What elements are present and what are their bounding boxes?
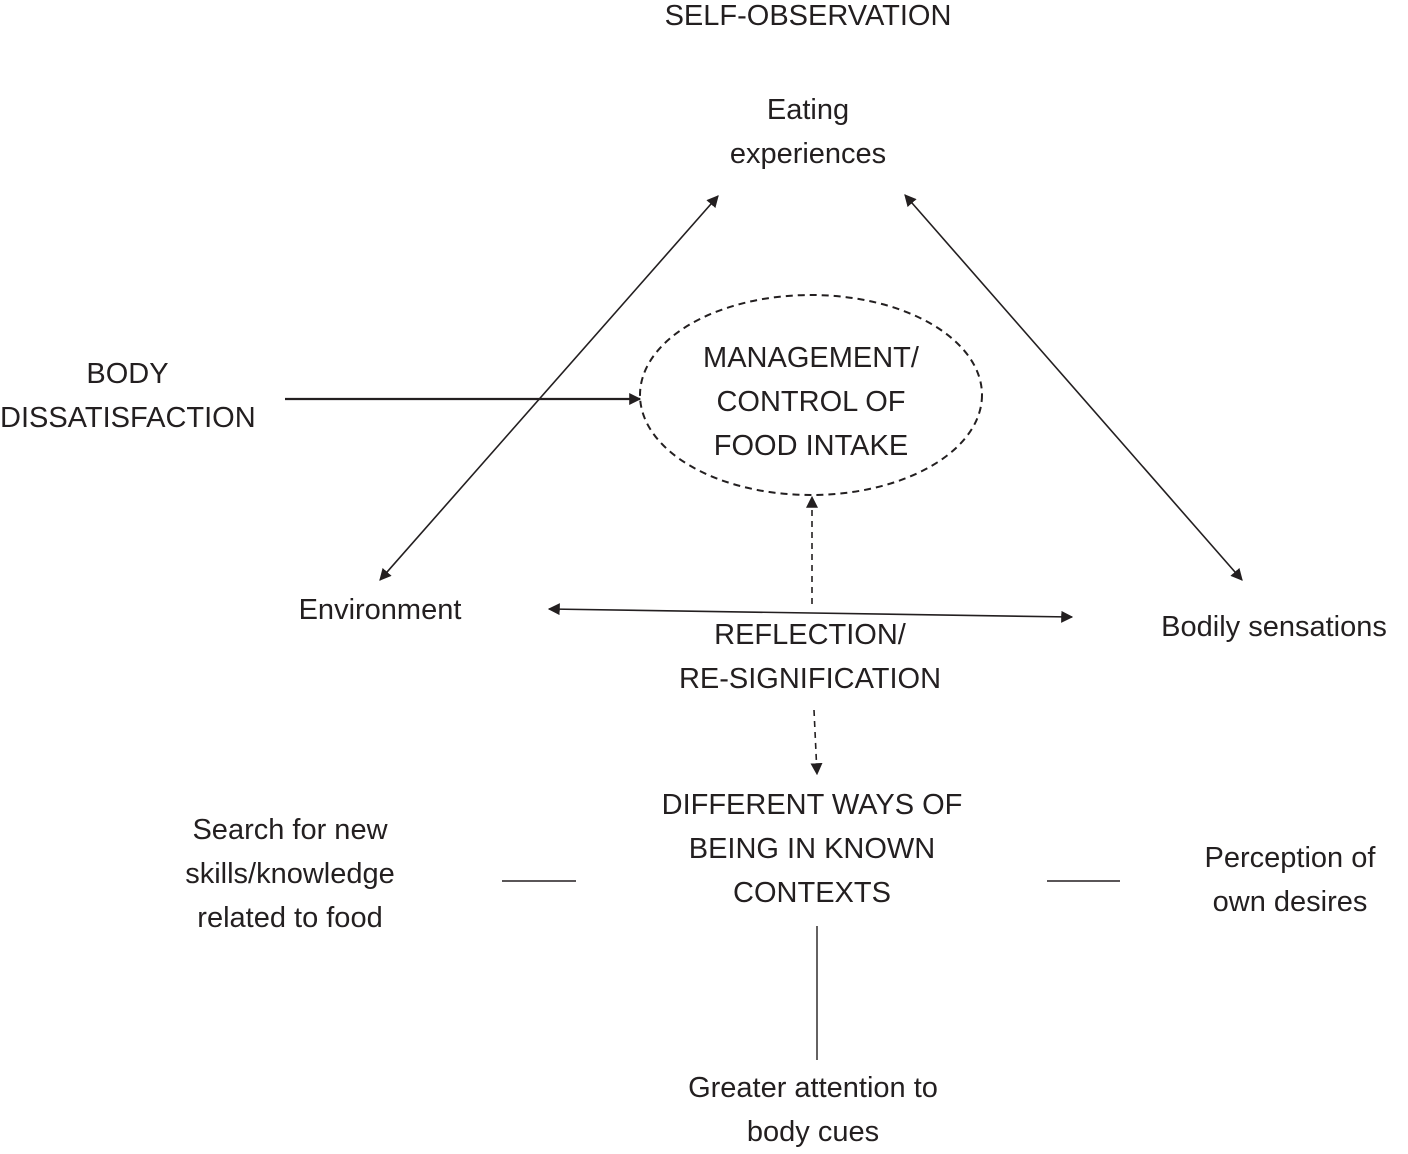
- management-line-3: FOOD INTAKE: [713, 430, 909, 462]
- management-line-1: MANAGEMENT/: [703, 342, 919, 374]
- perception-desires-label: Perception of own desires: [1150, 836, 1408, 924]
- eating-experiences-line-1: Eating: [766, 94, 850, 126]
- body-dissatisfaction-line-1: BODY: [86, 358, 169, 390]
- bodily-sensations-label: Bodily sensations: [1161, 611, 1387, 643]
- different-ways-line-3: CONTEXTS: [733, 877, 891, 909]
- different-ways-line-2: BEING IN KNOWN: [688, 833, 936, 865]
- search-skills-label: Search for new skills/knowledge related …: [140, 808, 440, 940]
- search-skills-line-3: related to food: [197, 902, 383, 934]
- dashed-arrow-reflection-to-different-ways: [810, 709, 823, 776]
- greater-attention-line-1: Greater attention to: [688, 1072, 938, 1104]
- greater-attention-line-2: body cues: [746, 1116, 880, 1148]
- body-dissatisfaction-line-2: DISSATISFACTION: [0, 402, 256, 434]
- search-skills-line-2: skills/knowledge: [185, 858, 395, 890]
- eating-experiences-label: Eating experiences: [658, 88, 958, 176]
- management-line-2: CONTROL OF: [716, 386, 906, 418]
- reflection-line-2: RE-SIGNIFICATION: [678, 663, 942, 695]
- eating-experiences-line-2: experiences: [729, 138, 887, 170]
- self-observation-label: SELF-OBSERVATION: [664, 0, 952, 32]
- management-label: MANAGEMENT/ CONTROL OF FOOD INTAKE: [661, 336, 961, 468]
- arrow-environment-bodily: [547, 603, 1074, 623]
- management-ellipse: [639, 294, 983, 496]
- greater-attention-label: Greater attention to body cues: [603, 1066, 1023, 1154]
- perception-desires-line-1: Perception of: [1204, 842, 1376, 874]
- arrow-environment-eating: [379, 195, 719, 581]
- reflection-label: REFLECTION/ RE-SIGNIFICATION: [650, 613, 970, 701]
- body-dissatisfaction-label: BODY DISSATISFACTION: [0, 352, 256, 440]
- environment-label: Environment: [298, 594, 462, 626]
- different-ways-label: DIFFERENT WAYS OF BEING IN KNOWN CONTEXT…: [612, 783, 1012, 915]
- different-ways-line-1: DIFFERENT WAYS OF: [661, 789, 963, 821]
- search-skills-line-1: Search for new: [192, 814, 388, 846]
- arrow-eating-bodily: [904, 194, 1243, 581]
- perception-desires-line-2: own desires: [1212, 886, 1368, 918]
- reflection-line-1: REFLECTION/: [714, 619, 906, 651]
